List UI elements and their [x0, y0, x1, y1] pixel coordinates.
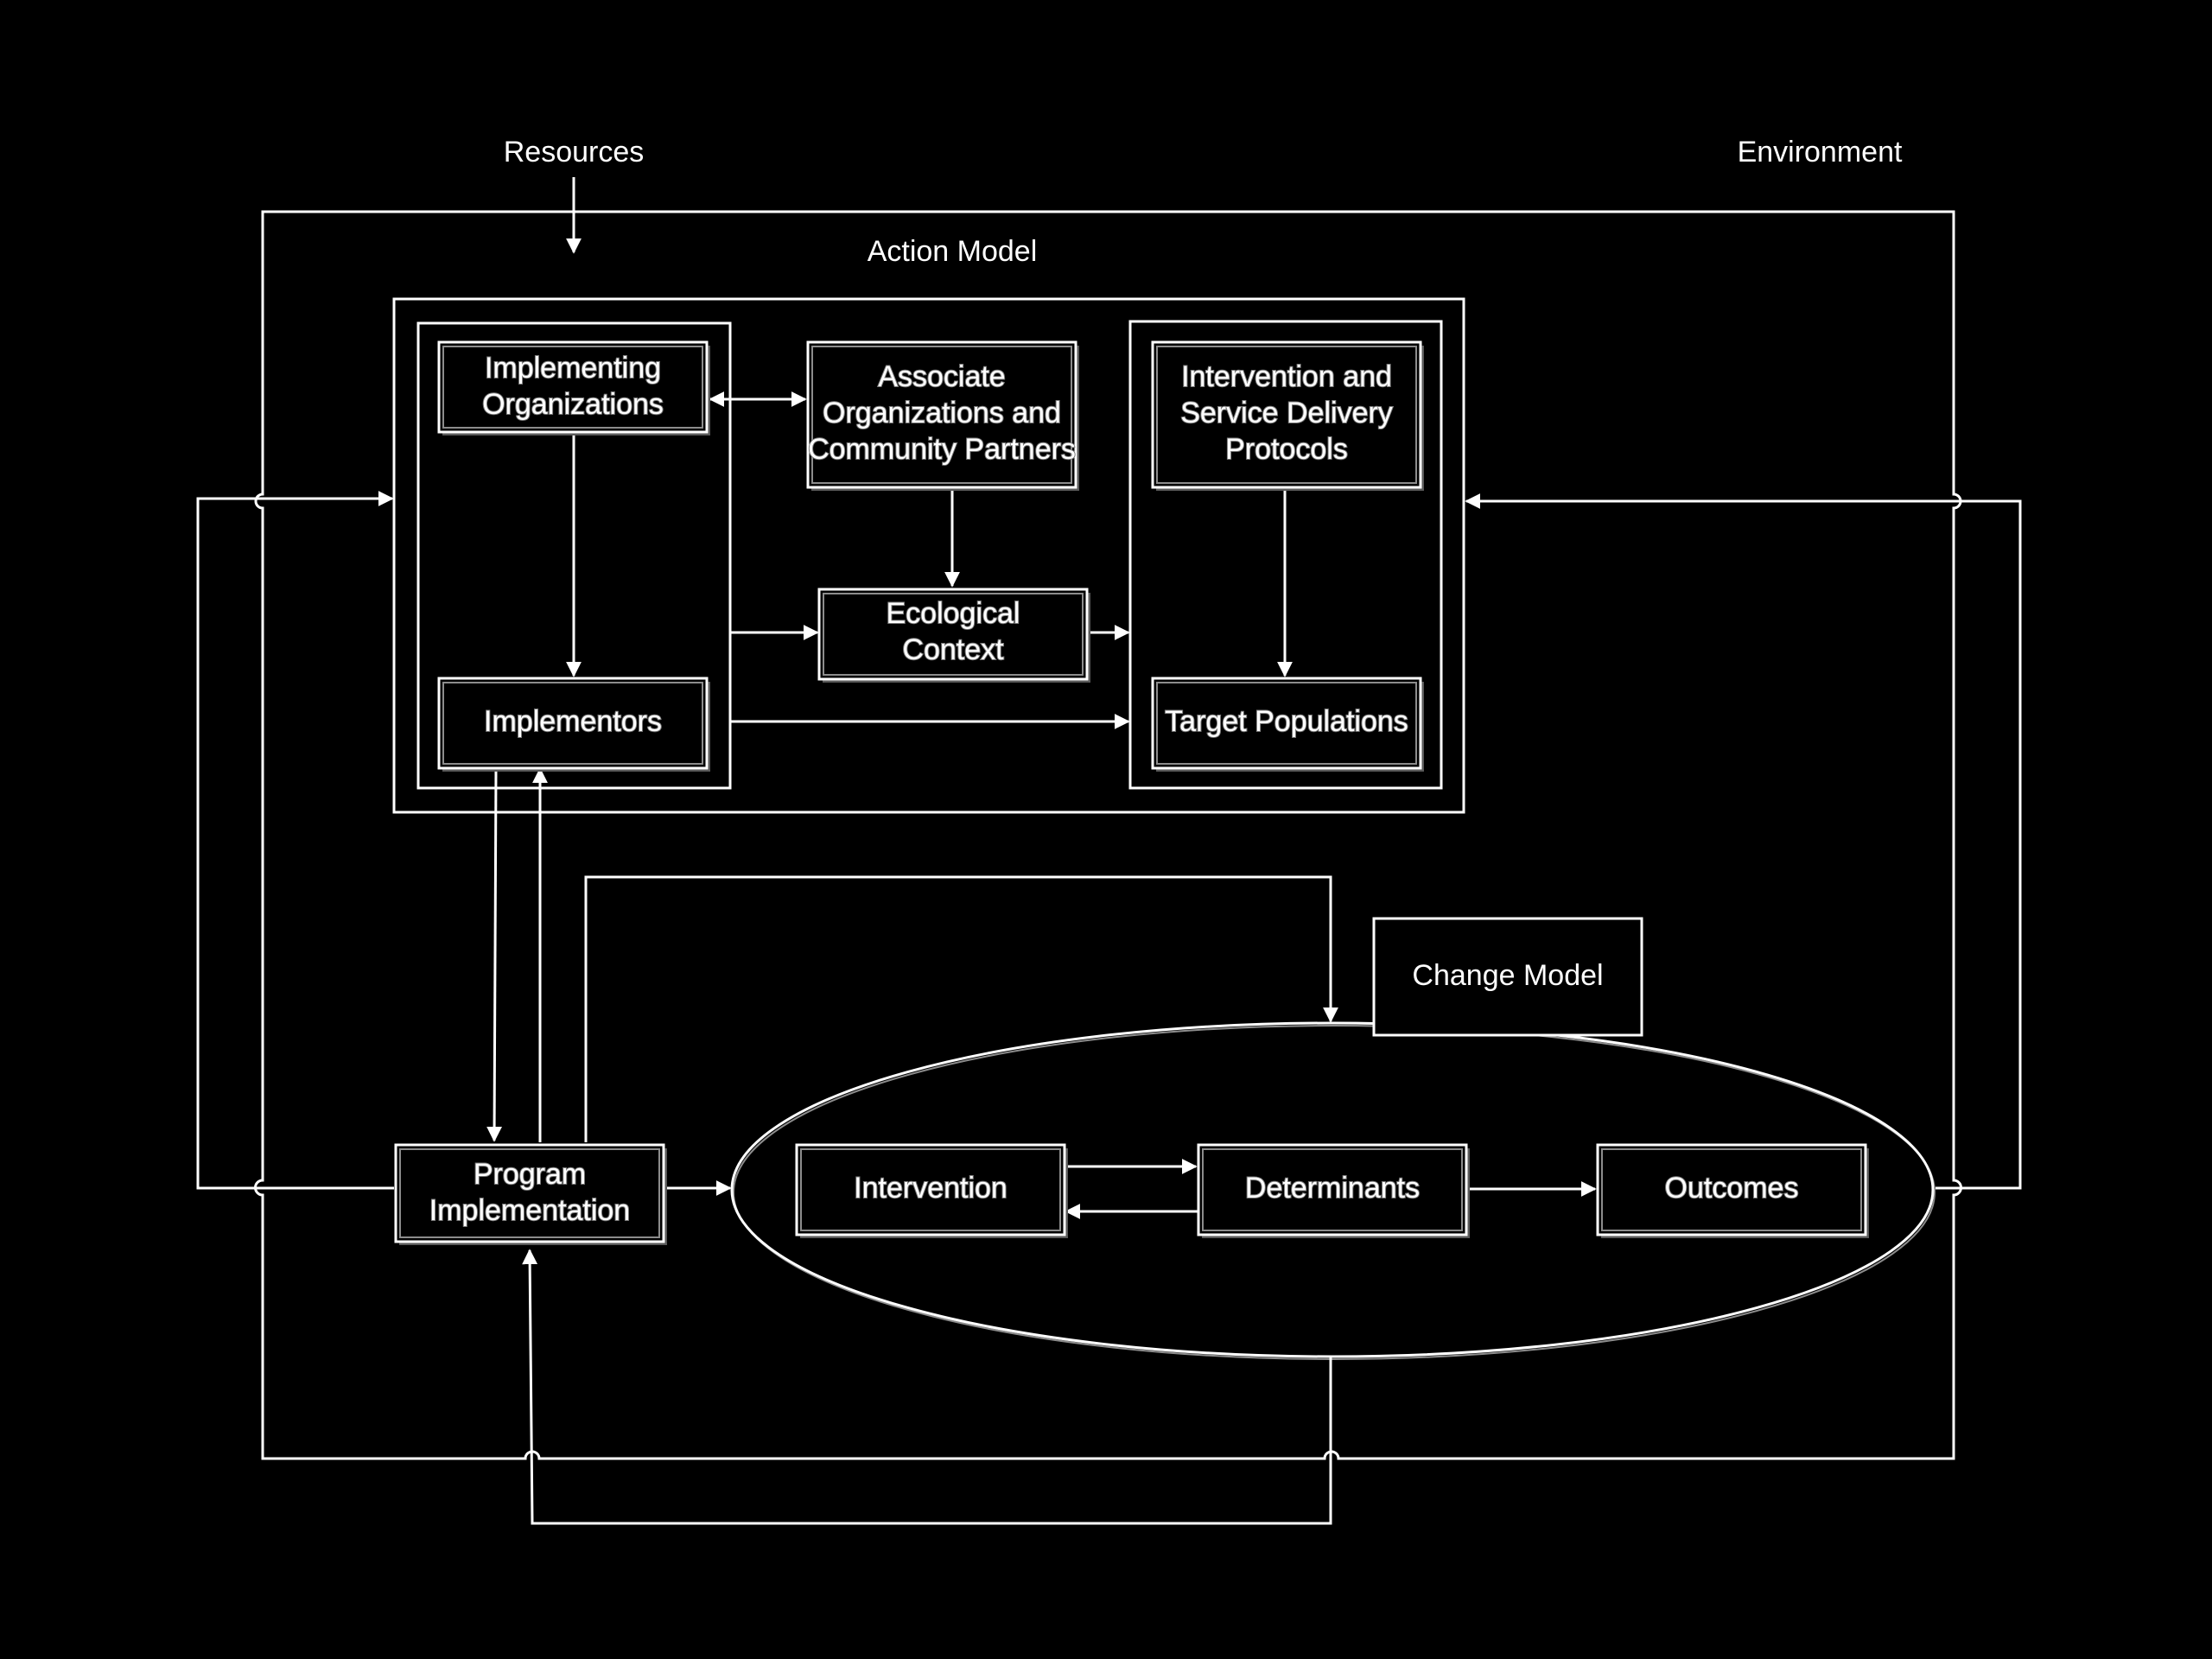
implementing-organizations-line2: Organizations [482, 388, 664, 421]
target-populations-node: Target Populations [1151, 677, 1424, 772]
outcomes-node: Outcomes [1596, 1143, 1869, 1238]
right-feedback-loop [1465, 493, 2022, 1190]
program-implementation-line2: Implementation [429, 1194, 630, 1227]
intervention-protocols-line1: Intervention and [1181, 360, 1392, 393]
associate-organizations-node: Associate Organizations and Community Pa… [806, 340, 1079, 491]
program-implementation-node: Program Implementation [394, 1143, 667, 1245]
intervention-protocols-line3: Protocols [1225, 433, 1348, 466]
intervention-protocols-node: Intervention and Service Delivery Protoc… [1151, 340, 1424, 491]
action-model-box [392, 297, 1465, 814]
environment-frame [254, 210, 1962, 1460]
associate-organizations-line3: Community Partners [808, 433, 1076, 466]
implementors-node: Implementors [437, 677, 710, 772]
implementors-to-program-arrow [486, 768, 503, 1142]
ecological-context-node: Ecological Context [817, 588, 1090, 683]
implementing-organizations-line1: Implementing [485, 352, 661, 385]
environment-label: Environment [1738, 136, 1903, 168]
determinants-node: Determinants [1197, 1143, 1470, 1238]
outcomes-line1: Outcomes [1665, 1172, 1799, 1205]
program-implementation-line1: Program [474, 1158, 586, 1191]
determinants-line1: Determinants [1245, 1172, 1420, 1205]
intervention-node: Intervention [795, 1143, 1068, 1238]
outcome-feedback-loop [522, 1249, 1332, 1525]
organization-group-box [416, 321, 732, 790]
population-group-box [1128, 320, 1443, 790]
target-populations-line1: Target Populations [1165, 705, 1408, 738]
left-feedback-loop [196, 491, 394, 1190]
ecological-context-line2: Context [902, 633, 1004, 666]
intervention-protocols-line2: Service Delivery [1180, 397, 1393, 429]
change-model-ellipse-shadow [733, 1025, 1936, 1360]
resources-label: Resources [504, 136, 645, 168]
implementors-line1: Implementors [484, 705, 662, 738]
intervention-line1: Intervention [854, 1172, 1007, 1205]
change-model-ellipse [730, 1021, 1935, 1358]
ecological-context-line1: Ecological [887, 597, 1020, 630]
action-model-label: Action Model [868, 235, 1038, 268]
change-model-label: Change Model [1412, 959, 1603, 992]
implementing-organizations-node: Implementing Organizations [437, 340, 710, 435]
associate-organizations-line1: Associate [878, 360, 1005, 393]
associate-organizations-line2: Organizations and [823, 397, 1061, 429]
program-to-changemodel-arrow [584, 875, 1338, 1142]
change-model-box [1372, 917, 1643, 1037]
